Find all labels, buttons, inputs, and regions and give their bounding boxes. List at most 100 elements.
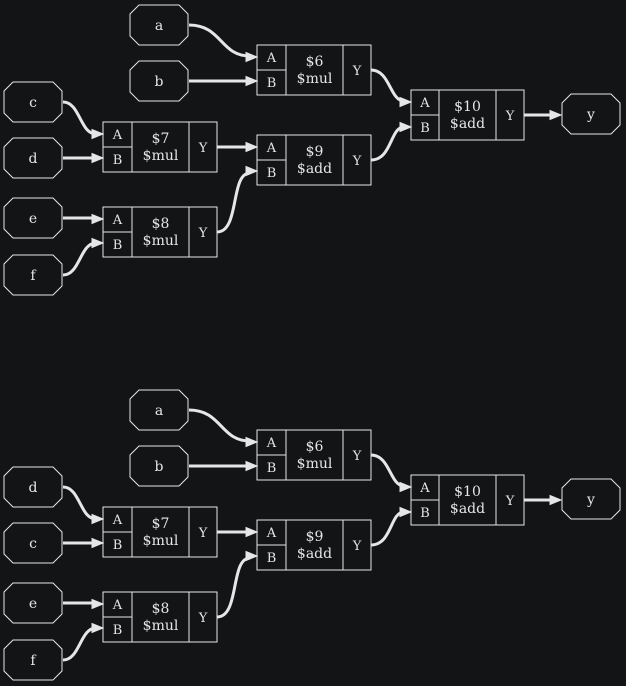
input-port-label: e xyxy=(29,596,37,612)
input-port-e: e xyxy=(3,197,63,239)
cell-pin-a-label: A xyxy=(266,51,277,66)
cell-pin-b-label: B xyxy=(420,506,430,521)
cell-id-label: $6 xyxy=(306,439,324,455)
wire xyxy=(188,408,251,443)
output-port-label: y xyxy=(586,107,595,123)
cell-id-label: $9 xyxy=(306,529,324,545)
input-port-shape xyxy=(3,197,63,239)
input-port-label: c xyxy=(29,95,37,111)
wire-arrowhead xyxy=(91,513,105,525)
cell-pin-y-label: Y xyxy=(198,226,208,241)
cell-pin-y-label: Y xyxy=(352,154,362,169)
cell-op-label: $mul xyxy=(297,71,333,87)
wire-arrowhead xyxy=(245,526,259,538)
cell-id-label: $10 xyxy=(454,484,481,500)
cell-id-label: $10 xyxy=(454,99,481,115)
input-port-label: d xyxy=(29,151,38,167)
wire xyxy=(370,68,405,103)
cell-pin-b-label: B xyxy=(267,76,277,91)
cell-pin-b-label: B xyxy=(420,121,430,136)
input-port-a: a xyxy=(129,389,189,431)
wire-arrowhead xyxy=(399,121,413,133)
cell-pin-y-label: Y xyxy=(352,64,362,79)
input-port-shape xyxy=(3,137,63,179)
input-port-c: c xyxy=(3,522,63,564)
cell-pin-a-label: A xyxy=(112,513,123,528)
cell-pin-b-label: B xyxy=(113,153,123,168)
cell-pin-b-label: B xyxy=(113,238,123,253)
wire xyxy=(216,556,251,619)
input-port-shape xyxy=(129,60,189,102)
input-port-shape xyxy=(129,389,189,431)
wire xyxy=(370,510,405,547)
input-port-shape xyxy=(3,81,63,123)
input-port-label: c xyxy=(29,536,37,552)
cell-op-label: $add xyxy=(450,501,485,517)
cell-c8: AB $8$mul Y xyxy=(102,206,218,258)
output-port-label: y xyxy=(586,492,595,508)
input-port-d: d xyxy=(3,137,63,179)
cell-op-label: $add xyxy=(297,546,332,562)
cell-pin-a-label: A xyxy=(266,526,277,541)
cell-id-label: $9 xyxy=(306,144,324,160)
cell-op-label: $mul xyxy=(143,148,179,164)
cell-pin-y-label: Y xyxy=(198,141,208,156)
input-port-f: f xyxy=(3,639,63,681)
cell-pin-b-label: B xyxy=(267,461,277,476)
input-port-d: d xyxy=(3,466,63,508)
input-port-shape xyxy=(3,582,63,624)
input-port-b: b xyxy=(129,445,189,487)
cell-op-label: $mul xyxy=(143,233,179,249)
input-port-shape xyxy=(129,4,189,46)
input-port-b: b xyxy=(129,60,189,102)
cell-op-label: $add xyxy=(450,116,485,132)
cell-pin-y-label: Y xyxy=(352,449,362,464)
wire xyxy=(370,125,405,162)
wire xyxy=(62,626,97,662)
output-port-shape xyxy=(561,478,621,520)
cell-pin-a-label: A xyxy=(266,436,277,451)
wire-arrowhead xyxy=(549,109,563,121)
input-port-shape xyxy=(3,639,63,681)
cell-pin-y-label: Y xyxy=(505,109,515,124)
wire-arrowhead xyxy=(399,96,413,108)
input-port-label: d xyxy=(29,480,38,496)
cell-pin-a-label: A xyxy=(112,128,123,143)
cell-id-label: $6 xyxy=(306,54,324,70)
input-port-label: a xyxy=(155,18,163,34)
output-port-shape xyxy=(561,93,621,135)
input-port-e: e xyxy=(3,582,63,624)
wire xyxy=(62,241,97,277)
cell-pin-a-label: A xyxy=(112,213,123,228)
cell-op-label: $mul xyxy=(143,533,179,549)
cell-op-label: $mul xyxy=(297,456,333,472)
wire-arrowhead xyxy=(399,481,413,493)
input-port-label: b xyxy=(155,74,164,90)
wire-arrowhead xyxy=(91,598,105,610)
cell-op-label: $add xyxy=(297,161,332,177)
wire-arrowhead xyxy=(91,537,105,549)
wire xyxy=(62,100,97,136)
wire-arrowhead xyxy=(245,75,259,87)
wire-arrowhead xyxy=(91,622,105,634)
input-port-f: f xyxy=(3,254,63,296)
wire xyxy=(370,453,405,488)
input-port-a: a xyxy=(129,4,189,46)
input-port-label: e xyxy=(29,211,37,227)
wire-arrowhead xyxy=(245,436,259,448)
cell-pin-y-label: Y xyxy=(505,494,515,509)
wire-arrowhead xyxy=(91,128,105,140)
cell-pin-y-label: Y xyxy=(198,526,208,541)
cell-id-label: $7 xyxy=(152,516,170,532)
output-port-y: y xyxy=(561,93,621,135)
input-port-c: c xyxy=(3,81,63,123)
cell-id-label: $8 xyxy=(152,216,170,232)
